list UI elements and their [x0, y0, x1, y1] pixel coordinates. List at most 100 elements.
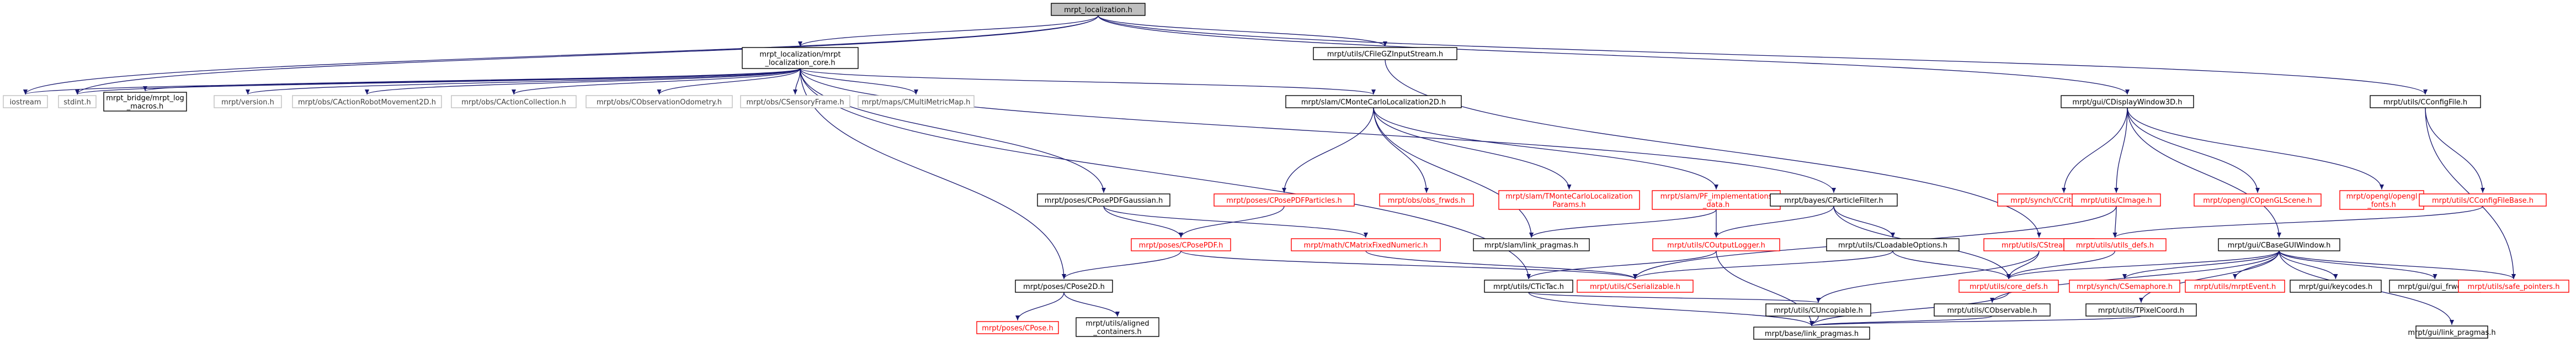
edge-core-to-cmcl — [800, 68, 1376, 95]
node-coutlog[interactable]: mrpt/utils/COutputLogger.h — [1652, 238, 1780, 251]
node-box — [2185, 280, 2285, 293]
edge-cbasegui-to-coredefs — [2006, 250, 2280, 280]
node-label: _macros.h — [126, 103, 163, 111]
node-box — [1652, 190, 1781, 210]
node-glfonts[interactable]: mrpt/opengl/opengl_fonts.h — [2339, 190, 2424, 210]
node-label: Params.h — [1552, 201, 1585, 209]
edge-cmcl-to-pfimpl — [1373, 107, 1718, 190]
node-cposepdf[interactable]: mrpt/poses/CPosePDF.h — [1131, 238, 1231, 251]
node-udefs[interactable]: mrpt/utils/utils_defs.h — [2063, 238, 2167, 251]
node-cuncop[interactable]: mrpt/utils/CUncopiable.h — [1765, 303, 1871, 317]
node-label: mrpt/poses/CPosePDFGaussian.h — [1045, 197, 1163, 205]
node-fwds[interactable]: mrpt/obs/obs_frwds.h — [1379, 193, 1474, 207]
node-box — [1214, 193, 1355, 207]
node-aligned[interactable]: mrpt/utils/aligned_containers.h — [1076, 317, 1159, 337]
edge-cfile-to-cstream — [1385, 59, 2041, 238]
edge-cimage-to-udefs — [2112, 206, 2117, 238]
node-keycodes[interactable]: mrpt/gui/keycodes.h — [2290, 280, 2382, 293]
edge-cconfbase-to-udefs — [2112, 206, 2483, 238]
node-label: mrpt/opengl/opengl — [2346, 193, 2418, 201]
node-coredefs[interactable]: mrpt/utils/core_defs.h — [1958, 280, 2059, 293]
node-box — [2194, 193, 2322, 207]
edge-cloadopt-to-cserial — [1633, 250, 1893, 280]
node-label: mrpt/utils/CStream.h — [2002, 241, 2077, 250]
node-label: _fonts.h — [2367, 201, 2396, 209]
edge-root-to-cdisp — [1098, 15, 2130, 95]
node-cloadopt[interactable]: mrpt/utils/CLoadableOptions.h — [1826, 238, 1960, 251]
edge-cbasegui-to-safeptr — [2279, 250, 2516, 280]
edge-cbasegui-to-keycodes — [2279, 250, 2338, 280]
edge-root-to-cconf — [1098, 15, 2428, 95]
node-cdisp[interactable]: mrpt/gui/CDisplayWindow3D.h — [2061, 95, 2194, 108]
node-box — [2061, 95, 2194, 108]
node-cimage[interactable]: mrpt/utils/CImage.h — [2072, 193, 2161, 207]
node-cpose[interactable]: mrpt/poses/CPose.h — [976, 321, 1059, 334]
edge-cmatfix-to-cserial — [1365, 250, 1637, 280]
edge-cposepdfp-to-cposepdf — [1179, 206, 1285, 238]
node-label: mrpt_bridge/mrpt_log — [106, 94, 184, 103]
node-cconfbase[interactable]: mrpt/utils/CConfigFileBase.h — [2419, 193, 2547, 207]
edge-cdisp-to-cbasegui — [2127, 107, 2281, 238]
node-box — [1958, 280, 2059, 293]
edge-core-to-stdint — [75, 68, 801, 95]
node-box — [2339, 190, 2424, 210]
node-guifw[interactable]: mrpt/gui/gui_frwds.h — [2389, 280, 2481, 293]
node-cmcl[interactable]: mrpt/slam/CMonteCarloLocalization2D.h — [1285, 95, 1462, 108]
node-csema[interactable]: mrpt/synch/CSemaphore.h — [2069, 280, 2180, 293]
node-box — [2218, 238, 2340, 251]
node-ctictac[interactable]: mrpt/utils/CTicTac.h — [1484, 280, 1573, 293]
node-cmatfix[interactable]: mrpt/math/CMatrixFixedNumeric.h — [1291, 238, 1441, 251]
node-label: mrpt/slam/CMonteCarloLocalization2D.h — [1301, 98, 1446, 107]
node-box — [1015, 280, 1113, 293]
node-cfile[interactable]: mrpt/utils/CFileGZInputStream.h — [1313, 47, 1457, 60]
node-iostream: iostream — [3, 95, 48, 108]
edge-cpose2d-to-cpose — [1015, 292, 1065, 321]
node-label: _localization_core.h — [764, 59, 835, 67]
node-label: mrpt/obs/CSensoryFrame.h — [746, 98, 844, 107]
edge-ctictac-to-basepr — [1528, 292, 1814, 327]
edge-cposepdf-to-cserial — [1180, 250, 1637, 280]
node-cconf[interactable]: mrpt/utils/CConfigFile.h — [2370, 95, 2481, 108]
edge-cmcl-to-slampr — [1373, 107, 1534, 238]
node-tpixel[interactable]: mrpt/utils/TPixelCoord.h — [2085, 303, 2197, 317]
edge-cbasegui-to-csema — [2122, 250, 2280, 280]
node-box — [1291, 238, 1441, 251]
node-box — [858, 95, 975, 108]
node-slampr[interactable]: mrpt/slam/link_pragmas.h — [1473, 238, 1590, 251]
node-cposepdfp[interactable]: mrpt/poses/CPosePDFParticles.h — [1214, 193, 1355, 207]
edge-coutlog-to-ctictac — [1526, 250, 1717, 280]
node-label: mrpt/utils/CObservable.h — [1947, 307, 2037, 315]
node-cbasegui[interactable]: mrpt/gui/CBaseGUIWindow.h — [2218, 238, 2340, 251]
node-box — [1770, 193, 1898, 207]
node-label: mrpt/poses/CPose2D.h — [1023, 283, 1105, 291]
node-version: mrpt/version.h — [214, 95, 282, 108]
node-label: mrpt/utils/CConfigFile.h — [2383, 98, 2467, 107]
node-box — [103, 92, 187, 112]
node-copengl[interactable]: mrpt/opengl/COpenGLScene.h — [2194, 193, 2322, 207]
node-bridge[interactable]: mrpt_bridge/mrpt_log_macros.h — [103, 92, 187, 112]
node-box — [1076, 317, 1159, 337]
node-cobservable[interactable]: mrpt/utils/CObservable.h — [1934, 303, 2051, 317]
node-cpose2d[interactable]: mrpt/poses/CPose2D.h — [1015, 280, 1113, 293]
node-label: mrpt/bayes/CParticleFilter.h — [1784, 197, 1883, 205]
node-box — [1934, 303, 2051, 317]
node-label: mrpt/utils/CImage.h — [2080, 197, 2152, 205]
node-cpf[interactable]: mrpt/bayes/CParticleFilter.h — [1770, 193, 1898, 207]
node-safeptr[interactable]: mrpt/utils/safe_pointers.h — [2458, 280, 2569, 293]
node-box — [58, 95, 97, 108]
edge-core-to-cpf — [800, 68, 1836, 193]
node-guipr[interactable]: mrpt/gui/link_pragmas.h — [2408, 325, 2496, 339]
node-cpdfg[interactable]: mrpt/poses/CPosePDFGaussian.h — [1037, 193, 1170, 207]
node-root[interactable]: mrpt_localization.h — [1051, 3, 1146, 16]
node-label: mrpt/slam/link_pragmas.h — [1484, 241, 1578, 250]
node-label: mrpt/poses/CPosePDFParticles.h — [1226, 197, 1342, 205]
nodes-layer: mrpt_localization.h mrpt_localization/mrp… — [3, 3, 2569, 340]
node-label: mrpt/utils/CLoadableOptions.h — [1838, 241, 1947, 250]
node-core[interactable]: mrpt_localization/mrpt_localization_core… — [742, 47, 859, 69]
node-tmcl[interactable]: mrpt/slam/TMonteCarloLocalizationParams.… — [1498, 190, 1640, 210]
node-cserial[interactable]: mrpt/utils/CSerializable.h — [1577, 280, 1694, 293]
node-mrptevt[interactable]: mrpt/utils/mrptEvent.h — [2185, 280, 2285, 293]
node-pfimpl[interactable]: mrpt/slam/PF_implementations_data.h — [1652, 190, 1781, 210]
edge-cmcl-to-cposepdfp — [1282, 107, 1374, 193]
node-basepr[interactable]: mrpt/base/link_pragmas.h — [1753, 327, 1870, 340]
